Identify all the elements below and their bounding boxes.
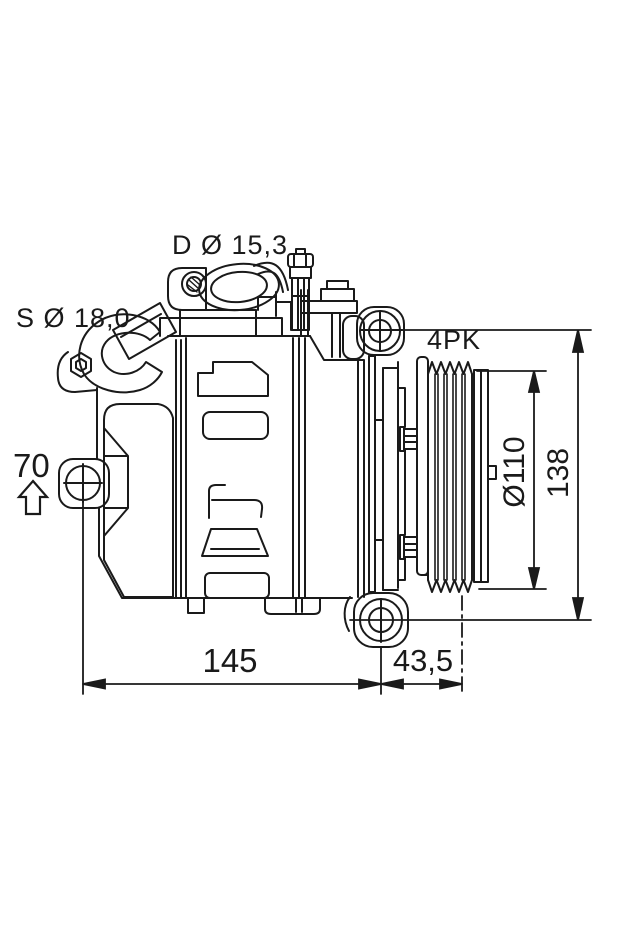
dimension-length: [82, 499, 463, 695]
top-mounting-lug: [356, 306, 405, 356]
clutch-plate: [473, 369, 489, 583]
dimension-lines: [16, 329, 592, 695]
body-top-edge: [159, 317, 311, 337]
dimension-overall-height: [349, 329, 592, 621]
suction-port-label: S Ø 18,0: [16, 303, 131, 333]
front-cover-panel: [103, 403, 174, 598]
discharge-port-label: D Ø 15,3: [172, 230, 288, 260]
housing-seam-left: [175, 337, 187, 598]
body-bottom-edge: [98, 507, 353, 599]
mount-height-label: 70: [13, 447, 50, 484]
annotation-texts: D Ø 15,3 S Ø 18,0 4PK 70 Ø110 138 145 43…: [13, 230, 575, 679]
belt-ribs-top: [427, 361, 473, 375]
discharge-port: [167, 262, 292, 337]
overall-height-value: 138: [542, 448, 575, 498]
belt-ribs-bottom: [427, 579, 473, 593]
dimension-pulley-diameter: [476, 370, 547, 590]
mounting-plate: [368, 355, 406, 593]
belt-type-label: 4PK: [427, 325, 481, 355]
pulley-offset-value: 43,5: [393, 643, 453, 678]
clutch-bolts: [399, 426, 418, 560]
housing-seam-right: [292, 337, 306, 613]
hub-stub: [487, 465, 497, 480]
suction-port-bracket: [56, 302, 177, 394]
top-bracket: [300, 280, 365, 360]
compressor-body: [56, 248, 497, 648]
left-mounting-lug: [58, 458, 110, 509]
hex-bolt: [70, 352, 92, 378]
housing-details: [187, 361, 321, 615]
body-length-value: 145: [202, 642, 257, 679]
pulley: [416, 356, 497, 593]
pulley-diameter-value: Ø110: [498, 436, 531, 507]
up-arrow-icon: [16, 479, 50, 516]
rear-housing: [309, 335, 365, 598]
dovetail-detail: [103, 427, 129, 537]
sensor-wire: [253, 261, 289, 293]
